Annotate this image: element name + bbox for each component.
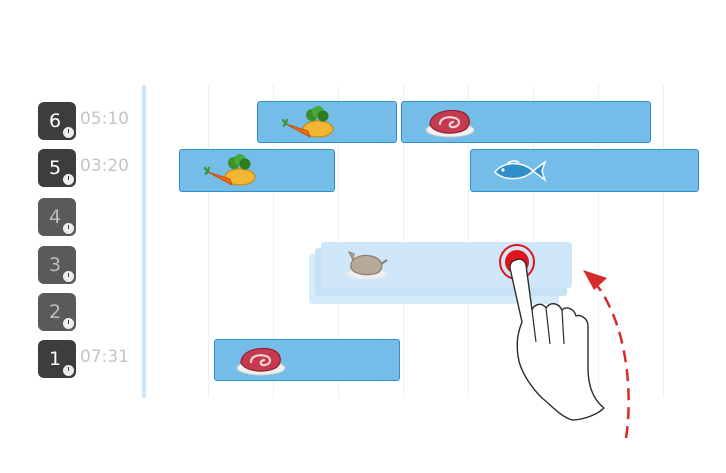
hand-pointer-icon	[509, 258, 605, 421]
time-gridline	[663, 85, 664, 398]
rack-level-number: 6	[48, 110, 62, 132]
rack-level-number: 5	[48, 157, 62, 179]
level-6-meat-bar[interactable]	[401, 101, 651, 143]
rack-level-2-badge[interactable]: 2	[38, 293, 76, 331]
time-gridline	[533, 85, 534, 398]
rack-level-1-time: 07:31	[80, 347, 129, 367]
clock-icon	[63, 365, 74, 376]
level-5-fish-bar[interactable]	[470, 149, 699, 192]
rack-level-number: 4	[48, 206, 62, 228]
rack-level-6-badge[interactable]: 6	[38, 102, 76, 140]
clock-icon	[63, 271, 74, 282]
time-gridline	[468, 85, 469, 398]
vegetables-icon	[282, 106, 334, 139]
rack-level-number: 3	[48, 254, 62, 276]
level-5-vegetables-bar[interactable]	[179, 149, 335, 192]
level-3-poultry-bar-dragging[interactable]	[321, 242, 572, 288]
rack-level-number: 2	[48, 301, 62, 323]
time-gridline	[598, 85, 599, 398]
clock-icon	[63, 318, 74, 329]
meat-steak-icon	[236, 347, 286, 376]
rack-level-number: 1	[48, 348, 62, 370]
rack-level-6-time: 05:10	[80, 109, 129, 129]
rack-level-5-time: 03:20	[80, 156, 129, 176]
rack-level-1-badge[interactable]: 1	[38, 340, 76, 378]
timeline-axis	[142, 85, 146, 398]
rack-level-3-badge[interactable]: 3	[38, 246, 76, 284]
clock-icon	[63, 223, 74, 234]
time-gridline	[403, 85, 404, 398]
rack-level-4-badge[interactable]: 4	[38, 198, 76, 236]
time-gridline	[273, 85, 274, 398]
time-gridline	[208, 85, 209, 398]
vegetables-icon	[204, 154, 256, 187]
curved-arrow-up-icon	[583, 270, 630, 439]
time-gridline	[338, 85, 339, 398]
clock-icon	[63, 127, 74, 138]
drag-gesture-overlay	[499, 244, 630, 439]
poultry-icon	[347, 251, 388, 279]
fish-icon	[494, 159, 547, 183]
clock-icon	[63, 174, 74, 185]
meat-steak-icon	[425, 109, 475, 138]
rack-level-5-badge[interactable]: 5	[38, 149, 76, 187]
level-6-vegetables-bar[interactable]	[257, 101, 397, 143]
level-1-meat-bar[interactable]	[214, 339, 400, 381]
